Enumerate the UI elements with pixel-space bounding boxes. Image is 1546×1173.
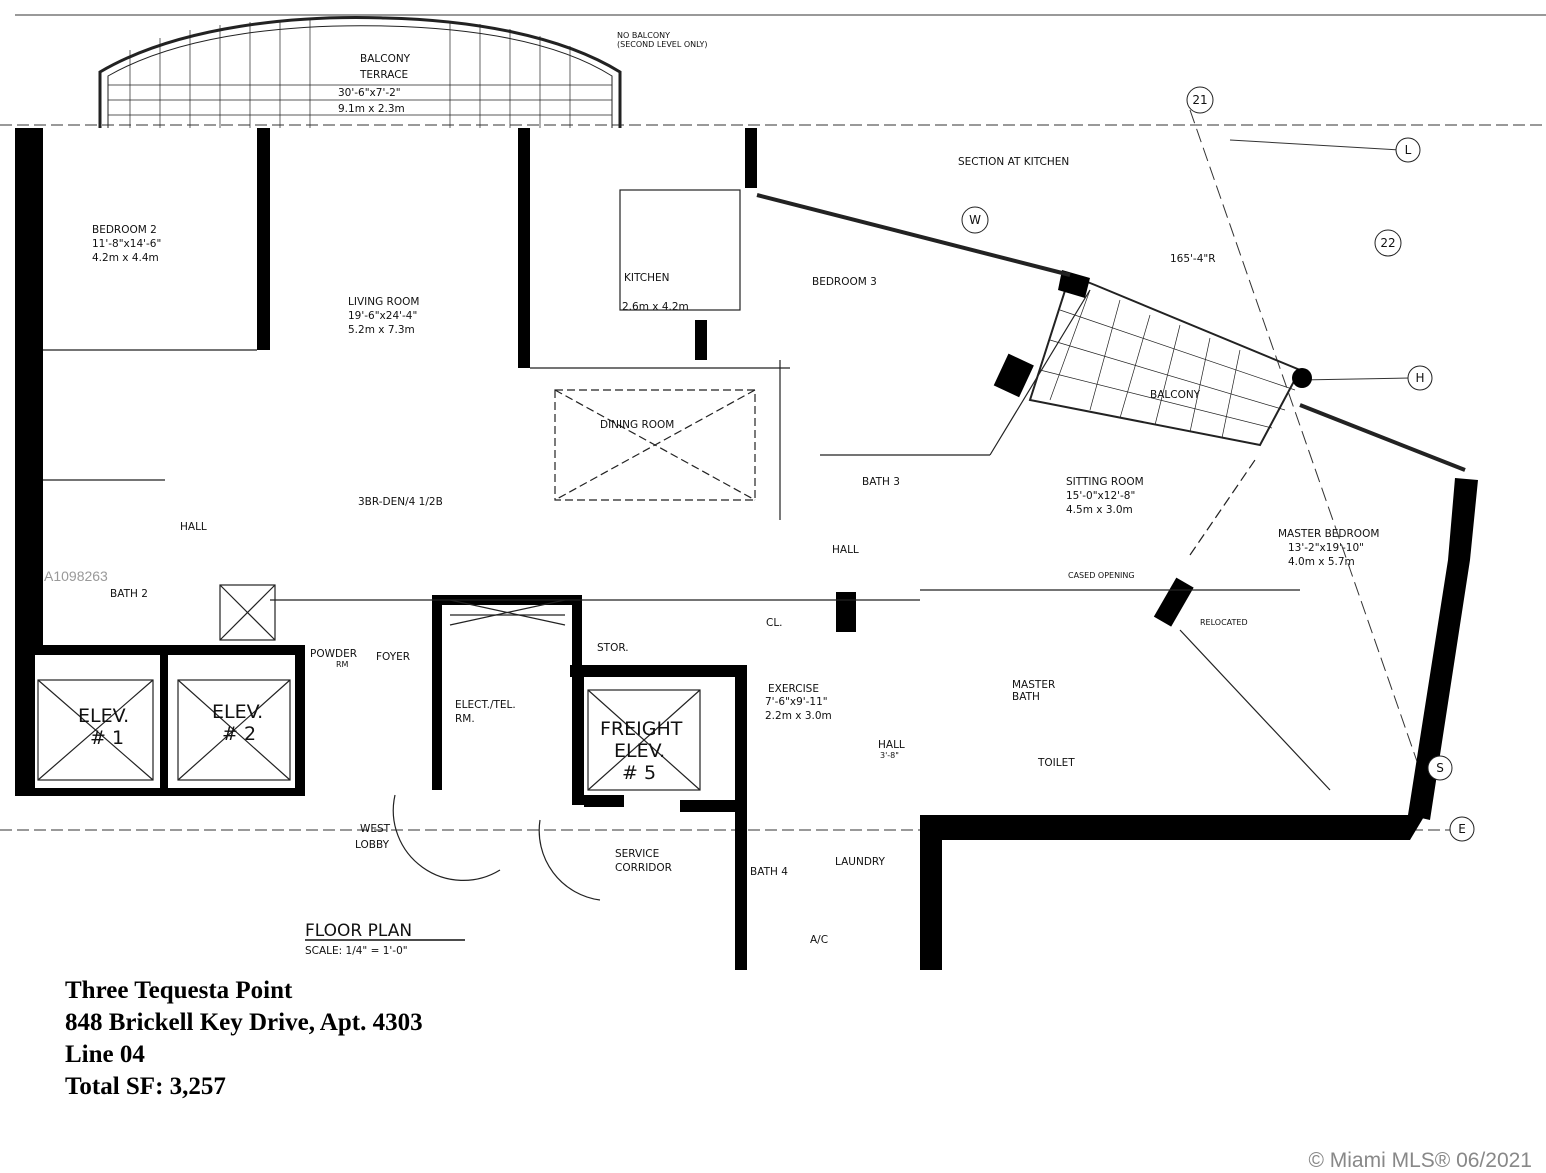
freight-elev-label-2: ELEV. (614, 740, 665, 762)
bedroom2-label: BEDROOM 2 (92, 224, 157, 236)
grid-mark-l: L (1405, 143, 1412, 157)
balcony-terrace-metric: 9.1m x 2.3m (338, 103, 405, 115)
bath4-label: BATH 4 (750, 866, 788, 878)
no-balcony-note-sub: (SECOND LEVEL ONLY) (617, 40, 708, 49)
sitting-room-dim: 15'-0"x12'-8" (1066, 490, 1135, 502)
radius-note: 165'-4"R (1170, 253, 1216, 265)
grid-mark-e: E (1458, 822, 1466, 836)
master-bath-label-2: BATH (1012, 691, 1040, 703)
no-balcony-note: NO BALCONY (617, 31, 670, 40)
freight-elev-num: # 5 (622, 762, 656, 784)
grid-mark-21: 21 (1192, 93, 1207, 107)
exercise-metric: 2.2m x 3.0m (765, 710, 832, 722)
grid-mark-s: S (1436, 761, 1444, 775)
living-room-dim: 19'-6"x24'-4" (348, 310, 417, 322)
elev2-label: ELEV. (212, 701, 263, 723)
elev1-num: # 1 (90, 727, 124, 749)
freight-elev-label: FREIGHT (600, 718, 683, 740)
balcony-grid (1028, 273, 1302, 447)
hall2-label: HALL (832, 544, 859, 556)
ac-label: A/C (810, 934, 828, 946)
lobby-label-2: LOBBY (355, 839, 390, 851)
elev2-num: # 2 (222, 723, 256, 745)
bath2-label: BATH 2 (110, 588, 148, 600)
grid-mark-22: 22 (1380, 236, 1395, 250)
watermark-id: A1098263 (44, 568, 108, 584)
listing-caption: Three Tequesta Point 848 Brickell Key Dr… (65, 975, 423, 1103)
hall3-dim: 3'-8" (880, 751, 899, 760)
grid-marker-labels: 21 L W 22 H S E (969, 93, 1466, 836)
copyright-notice: © Miami MLS® 06/2021 (1308, 1149, 1532, 1172)
bedroom3-label: BEDROOM 3 (812, 276, 877, 288)
living-room-label: LIVING ROOM (348, 296, 419, 308)
floor-plan-title: FLOOR PLAN (305, 921, 412, 941)
balcony-label: BALCONY (1150, 389, 1201, 401)
walls (15, 128, 1478, 970)
section-note: SECTION AT KITCHEN (958, 156, 1069, 168)
grid-mark-w: W (969, 213, 981, 227)
bedroom2-dim: 11'-8"x14'-6" (92, 238, 161, 250)
elev1-label: ELEV. (78, 705, 129, 727)
balcony-terrace-outline (98, 16, 622, 128)
building-name: Three Tequesta Point (65, 977, 293, 1004)
hall-label: HALL (180, 521, 207, 533)
line-number: Line 04 (65, 1041, 145, 1068)
total-sf: Total SF: 3,257 (65, 1073, 226, 1100)
kitchen-metric: 2.6m x 4.2m (622, 301, 689, 313)
master-bedroom-dim: 13'-2"x19'-10" (1288, 542, 1364, 554)
exercise-label: EXERCISE (768, 683, 819, 695)
foyer-label: FOYER (376, 651, 410, 663)
powder-room-label: POWDER (310, 648, 357, 660)
kitchen-label: KITCHEN (624, 272, 670, 284)
service-corridor-label: SERVICE (615, 848, 659, 860)
master-bedroom-label: MASTER BEDROOM (1278, 528, 1379, 540)
storage-label: STOR. (597, 642, 629, 654)
balcony-terrace-label: BALCONY (360, 53, 411, 65)
bath3-label: BATH 3 (862, 476, 900, 488)
sitting-room-metric: 4.5m x 3.0m (1066, 504, 1133, 516)
living-room-metric: 5.2m x 7.3m (348, 324, 415, 336)
elect-room-label-2: RM. (455, 713, 475, 725)
master-bedroom-metric: 4.0m x 5.7m (1288, 556, 1355, 568)
closet-label: CL. (766, 617, 783, 629)
relocated-note: RELOCATED (1200, 618, 1248, 627)
room-labels: BALCONY TERRACE 30'-6"x7'-2" 9.1m x 2.3m… (78, 31, 1379, 957)
lobby-label: WEST (360, 823, 391, 835)
sitting-room-label: SITTING ROOM (1066, 476, 1144, 488)
exercise-dim: 7'-6"x9'-11" (765, 696, 828, 708)
interior-lines (37, 189, 1466, 901)
service-corridor-label-2: CORRIDOR (615, 862, 672, 874)
unit-type-label: 3BR-DEN/4 1/2B (358, 496, 443, 508)
master-bath-label: MASTER (1012, 679, 1055, 691)
balcony-terrace-dim: 30'-6"x7'-2" (338, 87, 401, 99)
laundry-label: LAUNDRY (835, 856, 886, 868)
elect-room-label: ELECT./TEL. (455, 699, 516, 711)
grid-mark-h: H (1415, 371, 1424, 385)
address: 848 Brickell Key Drive, Apt. 4303 (65, 1009, 423, 1036)
grid-markers (961, 86, 1475, 842)
cased-opening-note: CASED OPENING (1068, 571, 1135, 580)
floor-plan-scale: SCALE: 1/4" = 1'-0" (305, 945, 408, 957)
hall3-label: HALL (878, 739, 905, 751)
dining-room-label: DINING ROOM (600, 419, 674, 431)
powder-room-label-2: RM (336, 660, 349, 669)
bedroom2-metric: 4.2m x 4.4m (92, 252, 159, 264)
balcony-terrace-label-2: TERRACE (359, 69, 408, 81)
toilet-label: TOILET (1037, 757, 1075, 769)
